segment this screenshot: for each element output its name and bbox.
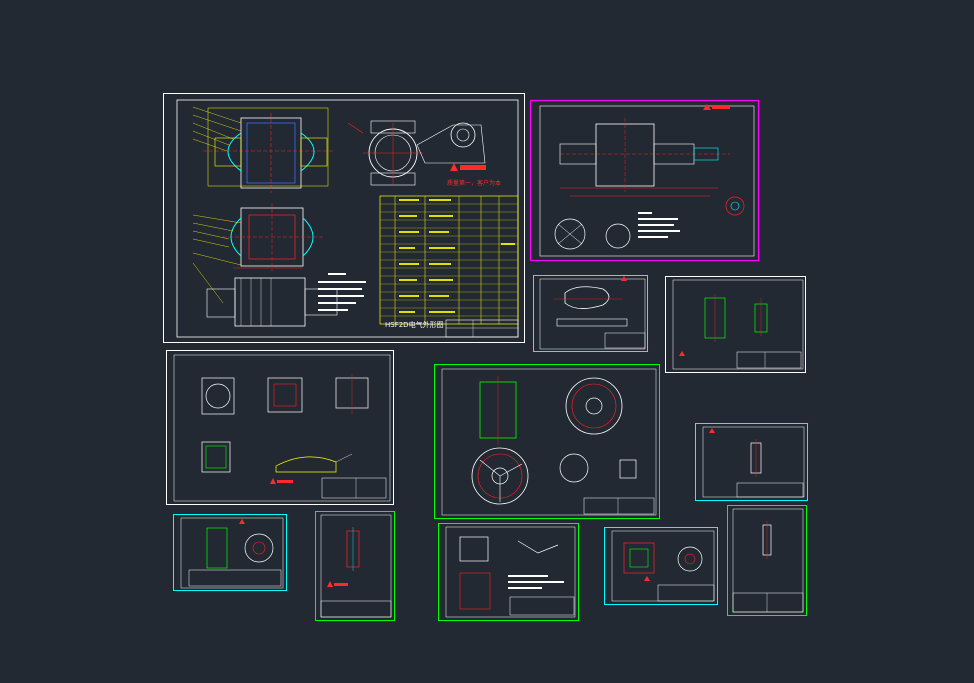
- company-logo: [450, 163, 486, 171]
- parts-list-table: [379, 195, 519, 325]
- small-sheet-c[interactable]: [695, 423, 808, 501]
- housing-top-view: [192, 203, 323, 271]
- plate-drawing: [315, 511, 395, 621]
- shaft-sleeve-drawing: [695, 423, 808, 501]
- small-sheet-e[interactable]: [315, 511, 395, 621]
- housing-front-view: [347, 120, 486, 186]
- bracket-drawing: [438, 523, 579, 621]
- title-block: [445, 319, 519, 338]
- housing-side-view: [192, 106, 333, 193]
- rotor-sheet[interactable]: [529, 99, 760, 262]
- small-sheet-h[interactable]: [727, 505, 807, 616]
- small-sheet-b[interactable]: [665, 276, 806, 373]
- gasket-drawing: [727, 505, 807, 616]
- rotor-drawing: [529, 99, 760, 262]
- technical-notes: [318, 273, 366, 311]
- small-sheet-d[interactable]: [173, 514, 287, 591]
- bearing-seat-drawing: [665, 276, 806, 373]
- small-sheet-g[interactable]: [604, 527, 718, 605]
- logo-slogan: 质量第一，客户为本: [447, 180, 502, 187]
- drawing-title: HSF2D电气外形图: [385, 321, 444, 329]
- motor-view: [192, 262, 338, 327]
- assembly-sheet[interactable]: 质量第一，客户为本 HSF2D电气外形图: [163, 93, 525, 343]
- small-sheet-a[interactable]: [533, 275, 648, 352]
- flange-drawing: [173, 514, 287, 591]
- impeller-drawing: [434, 364, 660, 519]
- impeller-sheet[interactable]: [434, 364, 660, 519]
- housing-sheet[interactable]: [166, 350, 394, 505]
- cover-drawing: [604, 527, 718, 605]
- small-sheet-f[interactable]: [438, 523, 579, 621]
- slot-detail-drawing: [533, 275, 648, 352]
- assembly-drawing: [163, 93, 525, 343]
- housing-drawing: [166, 350, 394, 505]
